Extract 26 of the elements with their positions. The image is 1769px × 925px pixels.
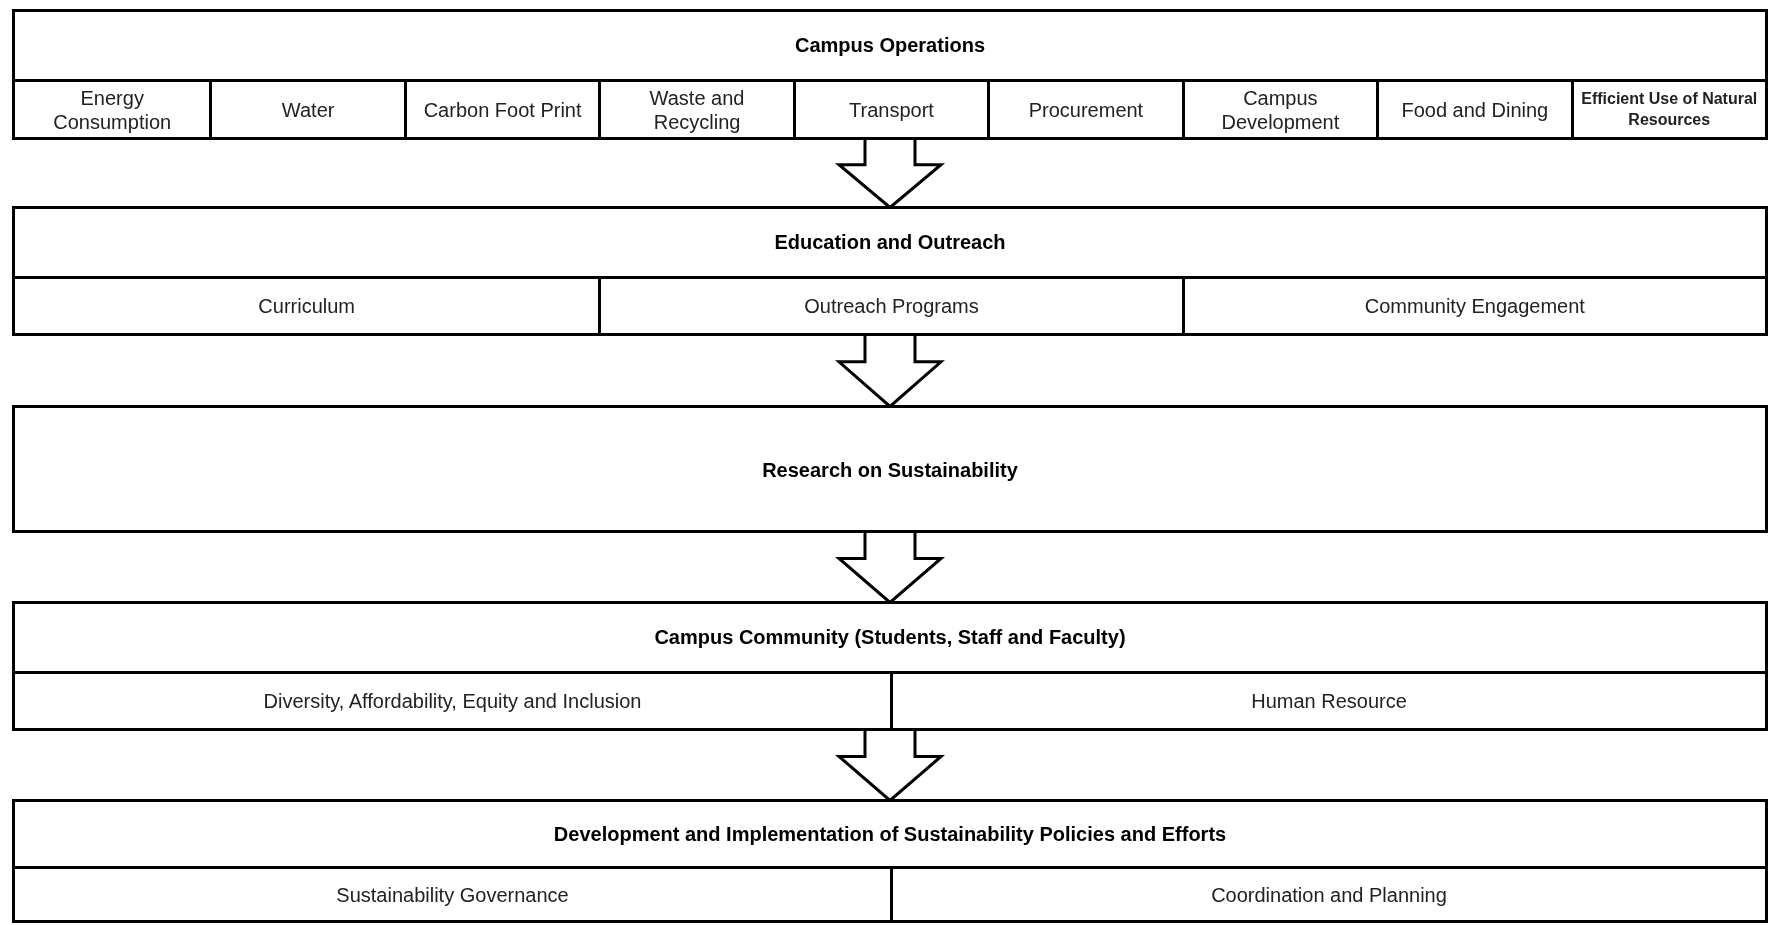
section-heading: Campus Community (Students, Staff and Faculty) [654, 626, 1126, 649]
section-box [12, 9, 1768, 140]
category-cell: Procurement [987, 79, 1182, 137]
category-cell: Campus Development [1181, 79, 1377, 137]
category-cell: Coordination and Planning [890, 866, 1765, 920]
section-heading: Campus Operations [794, 34, 985, 57]
section-heading: Research on Sustainability [762, 459, 1018, 482]
section-heading: Development and Implementation of Sustainability Policies and Efforts [553, 822, 1227, 846]
category-cell: Transport [792, 79, 988, 137]
section-box [12, 799, 1768, 923]
category-cell: Efficient Use of Natural Resources [1570, 79, 1765, 137]
category-cell: Waste and Recycling [598, 79, 793, 137]
category-cell: Carbon Foot Print [403, 79, 599, 137]
section-heading: Education and Outreach [774, 231, 1006, 254]
category-cell: Outreach Programs [598, 276, 1182, 333]
category-cell: Food and Dining [1376, 79, 1571, 137]
category-cell: Human Resource [890, 671, 1765, 728]
category-cell: Curriculum [15, 276, 599, 333]
category-cell: Sustainability Governance [15, 866, 890, 920]
category-cell: Water [209, 79, 404, 137]
section-box [12, 206, 1768, 336]
category-cell: Community Engagement [1181, 276, 1765, 333]
section-box [12, 405, 1768, 533]
section-box [12, 601, 1768, 731]
category-cell: Energy Consumption [15, 79, 210, 137]
category-cell: Diversity, Affordability, Equity and Inclusion [15, 671, 890, 728]
